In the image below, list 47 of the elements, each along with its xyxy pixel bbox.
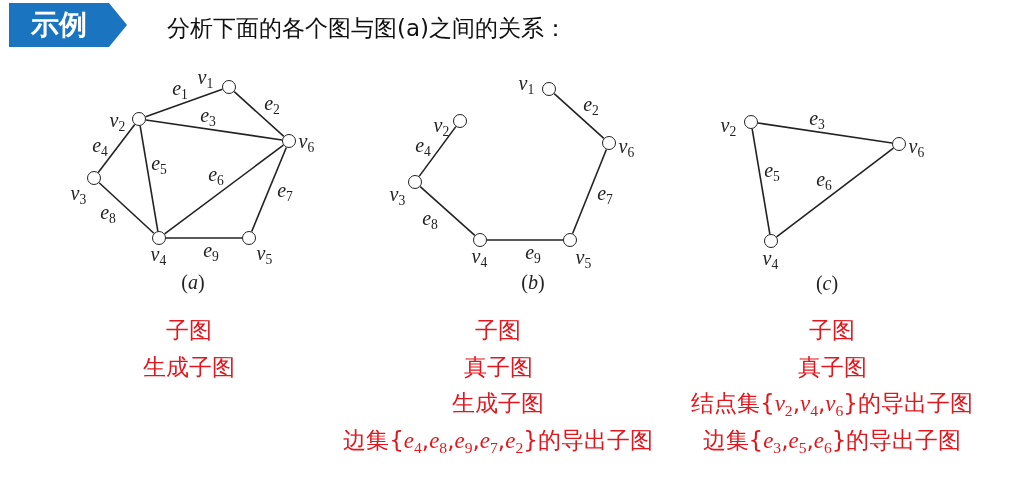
edge-line	[233, 90, 285, 138]
vertex-label: v$_{2}$	[433, 115, 450, 136]
edge-line	[144, 88, 224, 118]
vertex-label: v$_{5}$	[256, 243, 273, 264]
heading-tag: 示例	[9, 3, 127, 47]
edge-line	[165, 237, 243, 239]
vertex-label: v$_{4}$	[762, 248, 779, 269]
edge-line	[145, 119, 283, 141]
title-text: 分析下面的各个图与图(a)之间的关系：	[167, 14, 568, 43]
edge-line	[775, 147, 895, 238]
answer-text: 子图	[166, 317, 212, 345]
answer-text: 真子图	[797, 354, 867, 382]
answer-text: 生成子图	[143, 354, 235, 382]
vertex-label: v$_{3}$	[70, 183, 87, 204]
vertex-label: v$_{5}$	[575, 247, 592, 268]
edge-line	[486, 239, 564, 241]
answer-text: 生成子图	[452, 390, 544, 418]
edge-line	[163, 144, 285, 235]
edge-line	[98, 181, 155, 235]
vertex-label: v$_{6}$	[618, 136, 635, 157]
vertex-label: v$_{1}$	[197, 67, 214, 88]
vertex-label: v$_{3}$	[389, 184, 406, 205]
answer-text: 边集{e$_{4}$,e$_{8}$,e$_{9}$,e$_{7}$,e$_{2}$}的导出子图	[343, 427, 653, 455]
answer-text: 结点集{v$_{2}$,v$_{4}$,v$_{6}$}的导出子图	[691, 390, 973, 418]
edge-line	[97, 123, 136, 174]
edge-line	[757, 122, 893, 144]
answer-text: 子图	[809, 317, 855, 345]
edge-line	[418, 125, 457, 178]
figure-caption: (b)	[521, 272, 545, 292]
answer-text: 子图	[475, 317, 521, 345]
vertex-label: v$_{6}$	[298, 131, 315, 152]
edge-line	[139, 125, 159, 232]
edge-line	[751, 128, 771, 235]
answer-text: 边集{e$_{3}$,e$_{5}$,e$_{6}$}的导出子图	[702, 427, 962, 455]
vertex-label: v$_{4}$	[471, 246, 488, 267]
edge-line	[553, 92, 605, 140]
figure-caption: (a)	[181, 272, 205, 292]
vertex-label: v$_{2}$	[109, 110, 126, 131]
edge-line	[419, 185, 476, 237]
vertex-label: v$_{6}$	[908, 136, 925, 157]
vertex-label: v$_{2}$	[720, 115, 737, 136]
edge-line	[571, 148, 608, 235]
answer-text: 真子图	[463, 354, 533, 382]
vertex-label: v$_{1}$	[518, 73, 535, 94]
figure-caption: (c)	[815, 273, 839, 293]
edge-line	[250, 146, 288, 233]
vertex-label: v$_{4}$	[150, 244, 167, 265]
